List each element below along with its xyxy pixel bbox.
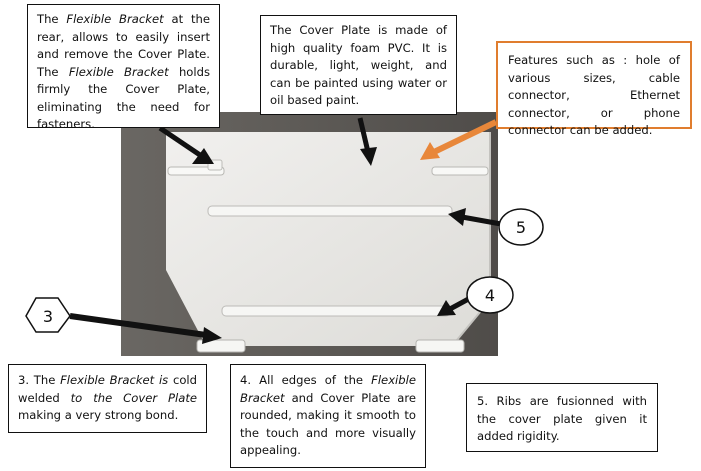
callout-note-3: 3. The Flexible Bracket is cold welded t… (8, 364, 207, 433)
marker-5: 5 (498, 208, 544, 246)
marker-4: 4 (466, 276, 514, 314)
marker-3: 3 (25, 297, 71, 333)
marker-4-label: 4 (485, 286, 495, 305)
bracket-bottom-left (196, 339, 246, 353)
arrow-rear-bracket (158, 125, 214, 164)
arrow-cover-plate (357, 117, 377, 166)
callout-note-5: 5. Ribs are fusionned with the cover pla… (466, 383, 658, 452)
bracket-bottom-right (415, 339, 465, 353)
rib-upper (207, 205, 453, 217)
callout-features: Features such as : hole of various sizes… (496, 41, 692, 137)
callout-note-4: 4. All edges of the Flexible Bracket and… (230, 364, 426, 468)
arrow-features (420, 119, 498, 160)
rib-lower (221, 305, 451, 317)
bracket-top-right (431, 166, 489, 176)
arrow-bracket-bottom (69, 313, 222, 344)
marker-5-label: 5 (516, 218, 526, 237)
marker-3-label: 3 (43, 307, 53, 326)
cover-plate (166, 132, 490, 346)
callout-material: The Cover Plate is made of high quality … (260, 15, 457, 115)
arrow-rib-upper (448, 208, 502, 227)
callout-rear-bracket: The Flexible Bracket at the rear, allows… (27, 4, 220, 131)
